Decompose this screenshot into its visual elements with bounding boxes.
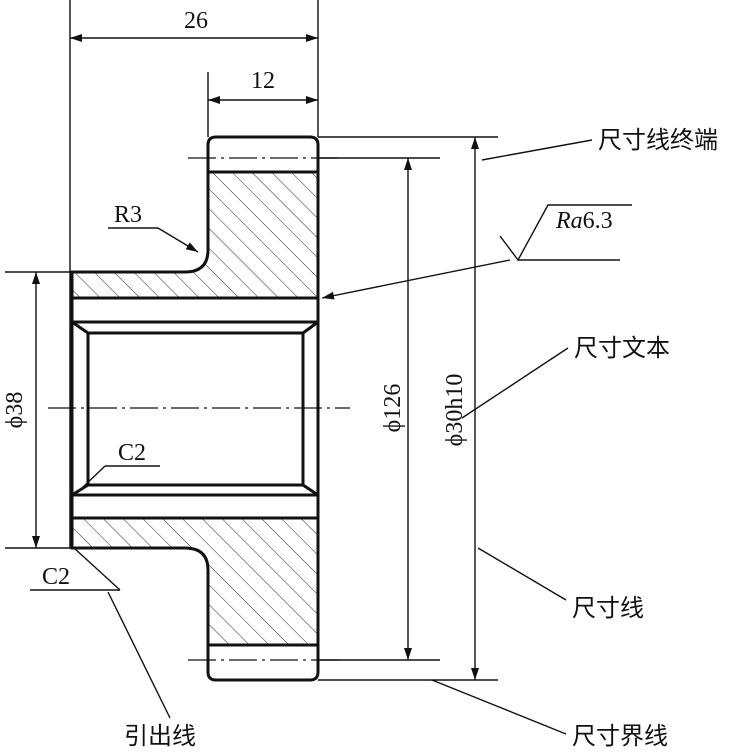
callout-leaders	[107, 139, 593, 735]
dim-text-12: 12	[251, 68, 275, 94]
callout-extension-line: 尺寸界线	[572, 722, 668, 750]
fillet-radius-label: R3	[114, 202, 142, 228]
callout-dimension-terminal: 尺寸线终端	[598, 126, 718, 154]
callout-dimension-line: 尺寸线	[572, 594, 644, 622]
callout-leader-line: 引出线	[124, 722, 196, 750]
surface-roughness-symbol	[321, 204, 632, 300]
fillet-leader	[108, 227, 199, 253]
outer-chamfer-leader	[30, 547, 121, 591]
roughness-label: Ra6.3	[555, 208, 613, 234]
inner-chamfer-label: C2	[118, 440, 146, 466]
dimension-lines	[32, 34, 479, 680]
part-outline	[70, 135, 320, 682]
section-hatching	[72, 172, 318, 645]
inner-chamfer-leader	[81, 465, 160, 489]
dim-text-126: ϕ126	[380, 384, 406, 433]
callout-dimension-text: 尺寸文本	[574, 334, 670, 362]
dim-text-26: 26	[184, 8, 208, 34]
outer-chamfer-label: C2	[42, 564, 70, 590]
center-lines	[48, 157, 350, 661]
dim-text-38: ϕ38	[2, 392, 28, 429]
dim-text-30h10: ϕ30h10	[442, 374, 468, 447]
